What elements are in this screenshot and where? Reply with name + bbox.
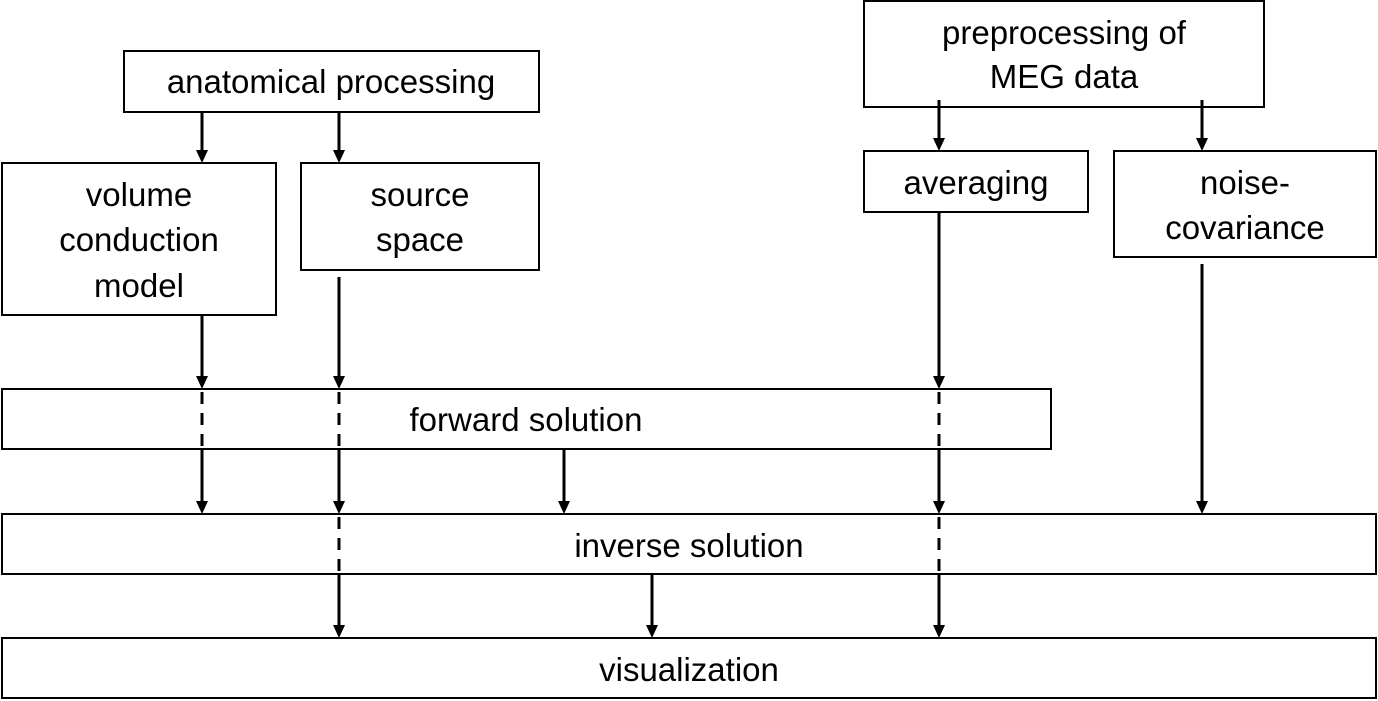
forward-solution-label: forward solution [410,401,643,438]
arrow-averaging-to-forward [933,212,945,389]
volume-label-line1: volume [86,176,192,213]
volume-conduction-model-box: volume conduction model [1,162,277,316]
visualization-label: visualization [599,651,779,688]
forward-solution-box: forward solution [1,388,1052,450]
inverse-solution-label: inverse solution [574,527,803,564]
preprocessing-box: preprocessing of MEG data [863,0,1265,108]
arrow-anatomical-to-volume [196,112,208,163]
arrow-anatomical-to-source [333,112,345,163]
averaging-box: averaging [863,150,1089,213]
volume-label-line3: model [94,267,184,304]
noise-covariance-box: noise- covariance [1113,150,1377,258]
source-space-box: source space [300,162,540,271]
arrow-source-to-forward [333,277,345,389]
arrow-averaging-to-visualization [933,574,945,638]
preprocessing-label-line1: preprocessing of [942,14,1187,51]
arrow-inverse-to-visualization [646,574,658,638]
arrow-preprocessing-to-noise [1196,100,1208,151]
arrow-source-to-visualization [333,574,345,638]
averaging-label: averaging [904,164,1049,201]
arrow-volume-to-inverse [196,449,208,514]
arrow-noise-to-inverse [1196,264,1208,514]
noise-label-line2: covariance [1165,209,1325,246]
source-label-line1: source [370,176,469,213]
arrow-source-to-inverse [333,449,345,514]
anatomical-processing-box: anatomical processing [123,50,540,113]
arrow-averaging-to-inverse [933,449,945,514]
anatomical-processing-label: anatomical processing [167,63,495,100]
visualization-box: visualization [1,637,1377,699]
preprocessing-label-line2: MEG data [990,58,1139,95]
noise-label-line1: noise- [1200,164,1290,201]
arrow-volume-to-forward [196,315,208,389]
arrow-preprocessing-to-averaging [933,100,945,151]
volume-label-line2: conduction [59,221,219,258]
arrow-forward-to-inverse [558,449,570,514]
inverse-solution-box: inverse solution [1,513,1377,575]
source-label-line2: space [376,221,464,258]
